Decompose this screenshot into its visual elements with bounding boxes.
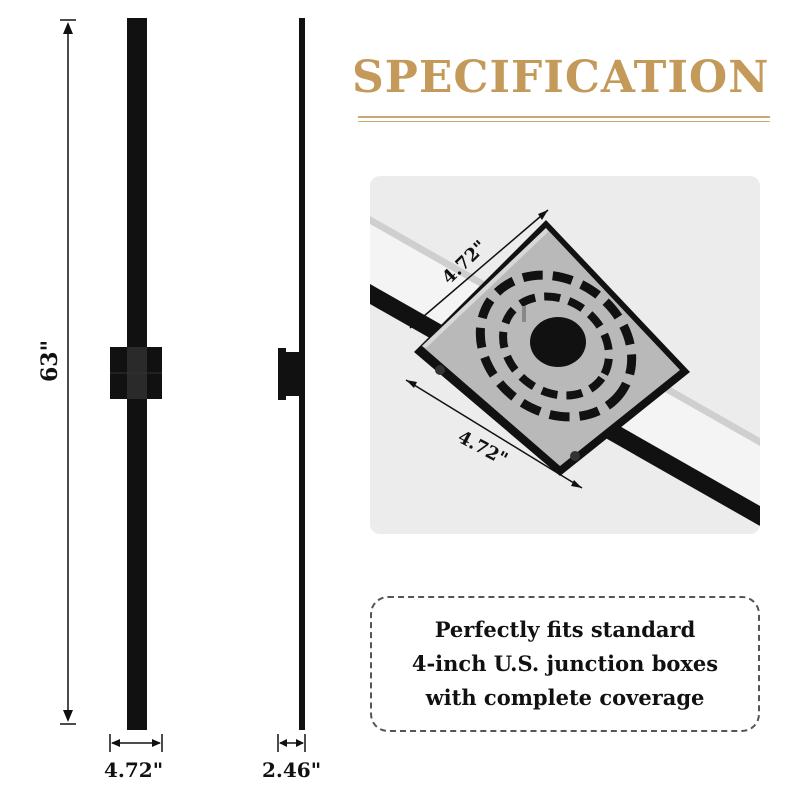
fixture-drawing — [60, 18, 306, 752]
title-underline-2 — [358, 121, 770, 122]
height-label: 63" — [37, 339, 63, 383]
page-title: SPECIFICATION — [352, 52, 770, 103]
side-view — [278, 18, 305, 730]
note-text: Perfectly fits standard 4-inch U.S. junc… — [412, 613, 718, 715]
note-line-3: with complete coverage — [425, 685, 705, 710]
note-line-1: Perfectly fits standard — [434, 617, 696, 642]
side-depth-dimension — [277, 734, 306, 752]
note-line-2: 4-inch U.S. junction boxes — [411, 651, 719, 676]
mounting-plate-photo: 4.72" 4.72" — [370, 176, 760, 534]
front-width-dimension — [109, 734, 163, 752]
mounting-plate-illustration — [370, 209, 760, 526]
side-depth-label: 2.46" — [262, 758, 322, 782]
title-underline — [358, 116, 770, 118]
height-dimension-line — [60, 19, 76, 725]
note-box: Perfectly fits standard 4-inch U.S. junc… — [370, 596, 760, 732]
front-width-label: 4.72" — [104, 758, 164, 782]
front-view — [110, 18, 162, 730]
